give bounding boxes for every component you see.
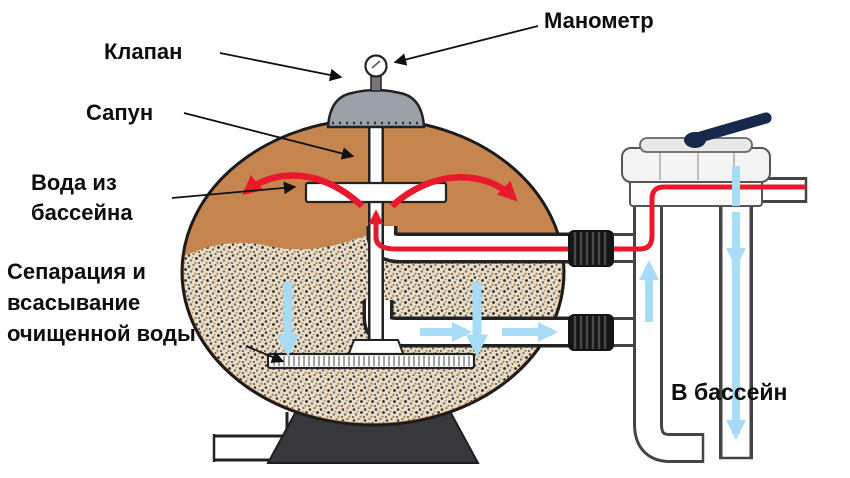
label-water-from-pool-line1: Вода из bbox=[31, 170, 117, 195]
label-separation: Сепарация и всасывание очищенной воды bbox=[7, 256, 196, 349]
label-separation-line2: всасывание bbox=[7, 290, 141, 315]
label-to-pool: В бассейн bbox=[671, 379, 788, 405]
valve-pointer-arrow bbox=[219, 52, 343, 82]
manometer-needle bbox=[371, 60, 381, 69]
inlet-pipe-top bbox=[756, 177, 808, 203]
water-from-pool-pointer-arrow bbox=[171, 181, 297, 199]
label-water-from-pool: Вода из бассейна bbox=[31, 168, 133, 228]
bulkhead-coupling-lower bbox=[568, 314, 614, 351]
label-separation-line1: Сепарация и bbox=[7, 259, 146, 284]
dome-cap bbox=[326, 88, 426, 129]
label-valve: Клапан bbox=[104, 39, 183, 64]
separation-pointer-arrow bbox=[245, 345, 285, 363]
blue-outflow-path bbox=[276, 166, 746, 440]
right-plumbing bbox=[600, 177, 808, 463]
breather-pointer-arrow bbox=[183, 112, 355, 160]
red-spread-arrow-left bbox=[242, 172, 365, 209]
valve-handle bbox=[684, 112, 772, 148]
manometer-dial bbox=[364, 54, 388, 78]
red-spread-arrow-right bbox=[389, 173, 518, 209]
manometer-pointer-arrow bbox=[393, 25, 539, 66]
left-riser-pipe bbox=[633, 200, 705, 463]
valve-body-upper bbox=[621, 147, 771, 183]
multiport-valve bbox=[621, 112, 772, 207]
label-manometer: Манометр bbox=[544, 8, 654, 33]
label-breather: Сапун bbox=[86, 100, 154, 125]
label-separation-line3: очищенной воды bbox=[7, 321, 196, 346]
manometer-gauge bbox=[364, 54, 388, 92]
red-inflow-path bbox=[242, 172, 806, 252]
bulkhead-coupling-upper bbox=[568, 230, 614, 267]
bottom-laterals bbox=[266, 339, 476, 370]
label-water-from-pool-line2: бассейна bbox=[31, 200, 133, 225]
label-pointers bbox=[171, 25, 539, 363]
